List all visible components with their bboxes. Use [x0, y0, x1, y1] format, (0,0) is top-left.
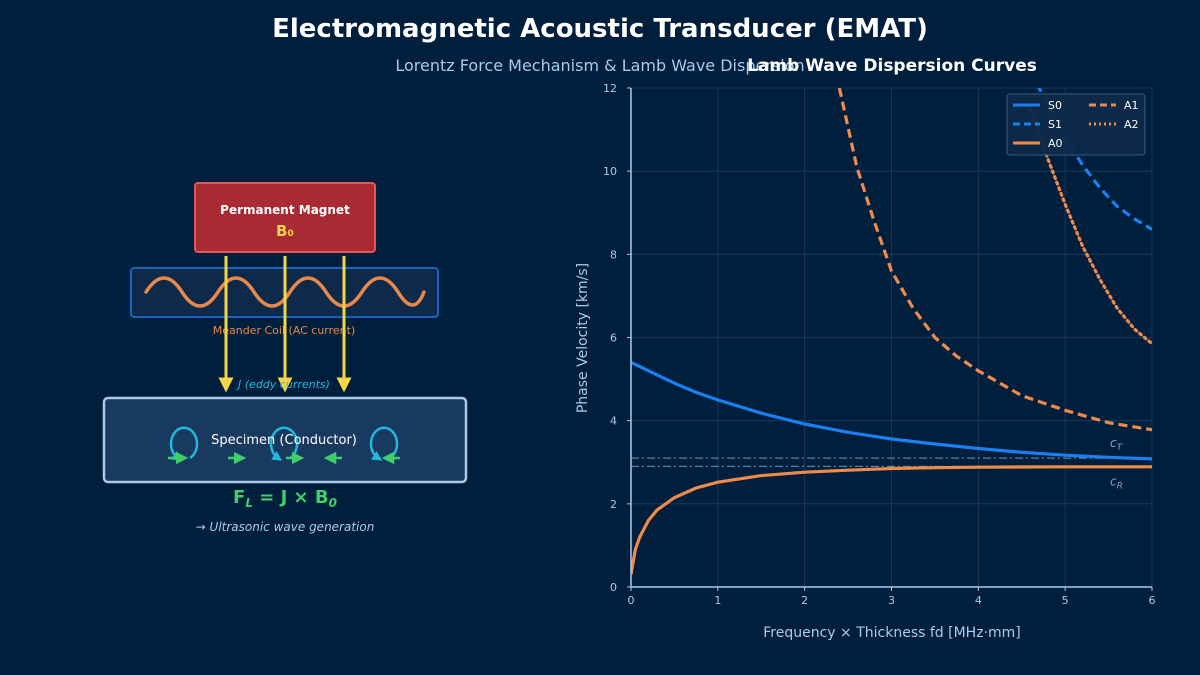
page-title: Electromagnetic Acoustic Transducer (EMA… — [272, 14, 928, 44]
meander-coil-wave — [144, 276, 426, 308]
x-tick-label: 4 — [975, 594, 982, 607]
x-tick-label: 2 — [801, 594, 808, 607]
x-tick-label: 3 — [888, 594, 895, 607]
chart-title: Lamb Wave Dispersion Curves — [747, 56, 1037, 76]
legend-label-a2: A2 — [1124, 118, 1139, 131]
y-axis-label: Phase Velocity [km/s] — [575, 263, 591, 413]
eddy-currents-label: J (eddy currents) — [236, 378, 330, 391]
y-tick-label: 4 — [610, 415, 617, 428]
result-label: → Ultrasonic wave generation — [196, 520, 375, 534]
emat-diagram: Meander Coil (AC current) Specimen (Cond… — [102, 182, 468, 534]
legend-label-a0: A0 — [1048, 137, 1063, 150]
eddy-current-loop — [369, 426, 399, 461]
y-tick-label: 0 — [610, 581, 617, 594]
y-tick-label: 12 — [603, 82, 617, 95]
y-tick-label: 8 — [610, 248, 617, 261]
series-line-s0 — [631, 360, 1152, 461]
series-line-a2 — [1028, 107, 1152, 346]
page-subtitle: Lorentz Force Mechanism & Lamb Wave Disp… — [395, 56, 805, 75]
specimen-block — [102, 396, 468, 484]
magnet-label: Permanent Magnet — [220, 203, 350, 217]
x-tick-label: 6 — [1149, 594, 1156, 607]
x-tick-label: 1 — [714, 594, 721, 607]
y-tick-label: 6 — [610, 332, 617, 345]
legend-label-s0: S0 — [1048, 99, 1062, 112]
eddy-current-loop — [169, 426, 199, 461]
magnet-field-symbol: B₀ — [276, 222, 294, 240]
x-tick-label: 0 — [628, 594, 635, 607]
eddy-current-loop — [269, 426, 299, 461]
x-tick-label: 5 — [1062, 594, 1069, 607]
y-tick-label: 10 — [603, 165, 617, 178]
series-line-a0 — [631, 465, 1152, 575]
legend-label-s1: S1 — [1048, 118, 1062, 131]
x-axis-label: Frequency × Thickness fd [MHz·mm] — [763, 625, 1020, 641]
chart-grid — [630, 87, 1153, 588]
specimen-label: Specimen (Conductor) — [211, 433, 357, 448]
legend-label-a1: A1 — [1124, 99, 1139, 112]
permanent-magnet — [194, 182, 376, 253]
legend-box — [1006, 93, 1146, 156]
series-line-a1 — [837, 88, 1152, 432]
lorentz-equation: FL = J × B0 — [233, 487, 337, 510]
y-tick-label: 2 — [610, 498, 617, 511]
